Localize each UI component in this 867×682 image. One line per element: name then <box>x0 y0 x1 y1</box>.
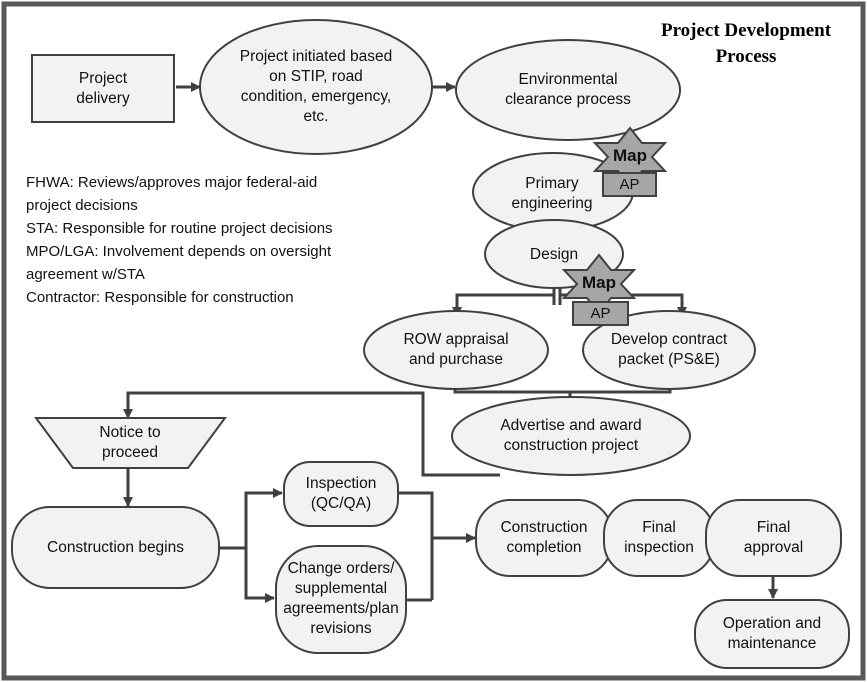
project-delivery-box <box>31 54 175 123</box>
notice-to-proceed-shape <box>34 417 227 469</box>
project-delivery-label: Project delivery <box>76 69 130 107</box>
develop-contract-ellipse <box>582 310 756 390</box>
advertise-award-ellipse <box>451 396 691 476</box>
final-approval-shape <box>705 499 842 577</box>
project-initiated-ellipse <box>199 19 433 155</box>
inspection-label: Inspection (QC/QA) <box>305 475 377 512</box>
arrow-construction-to-change <box>244 548 275 603</box>
map-label-1: Map <box>613 146 647 165</box>
final-inspection-label: Final inspection <box>624 519 694 556</box>
roles-notes: FHWA: Reviews/approves major federal-aid… <box>26 171 446 309</box>
arrow-design-to-row <box>452 293 554 317</box>
map-label-2: Map <box>582 273 616 292</box>
primary-engineering-label: Primary engineering <box>511 175 593 212</box>
note-line: project decisions <box>26 197 138 214</box>
row-appraisal-ellipse <box>363 310 549 390</box>
arrow-advertise-to-notice <box>123 391 500 477</box>
badges <box>561 126 668 326</box>
shapes <box>11 19 850 669</box>
project-initiated-label: Project initiated based on STIP, road co… <box>239 48 393 125</box>
ap-box-1 <box>602 172 657 197</box>
design-label: Design <box>529 246 579 263</box>
arrow-construction-to-inspection <box>217 488 283 550</box>
ap-label-1: AP <box>619 176 640 193</box>
operation-maintenance-label: Operation and maintenance <box>722 615 822 652</box>
construction-begins-shape <box>11 506 220 589</box>
note-line: MPO/LGA: Involvement depends on oversigh… <box>26 243 332 260</box>
advertise-award-label: Advertise and award construction project <box>500 417 642 454</box>
note-line: STA: Responsible for routine project dec… <box>26 220 333 237</box>
environmental-label: Environmental clearance process <box>505 71 631 108</box>
merge-inspection <box>398 491 434 600</box>
change-orders-shape <box>275 545 407 654</box>
note-line: Contractor: Responsible for construction <box>26 289 294 306</box>
note-line: agreement w/STA <box>26 266 145 283</box>
environmental-ellipse <box>455 39 681 141</box>
ap-label-2: AP <box>590 305 611 322</box>
title-line-2: Process <box>715 46 777 67</box>
construction-completion-label: Construction completion <box>500 519 588 556</box>
diagram-title: Project Development Process <box>626 18 866 70</box>
construction-begins-label: Construction begins <box>47 539 184 556</box>
ap-box-2 <box>572 301 629 326</box>
notice-to-proceed-label: Notice to proceed <box>99 424 161 461</box>
note-line: FHWA: Reviews/approves major federal-aid <box>26 174 318 191</box>
inspection-shape <box>283 461 399 527</box>
final-approval-label: Final approval <box>743 519 804 556</box>
develop-contract-label: Develop contract packet (PS&E) <box>610 331 728 368</box>
row-appraisal-label: ROW appraisal and purchase <box>403 331 509 368</box>
operation-maintenance-shape <box>694 599 850 669</box>
title-line-1: Project Development <box>660 20 832 41</box>
change-orders-label: Change orders/ supplemental agreements/p… <box>283 560 399 637</box>
